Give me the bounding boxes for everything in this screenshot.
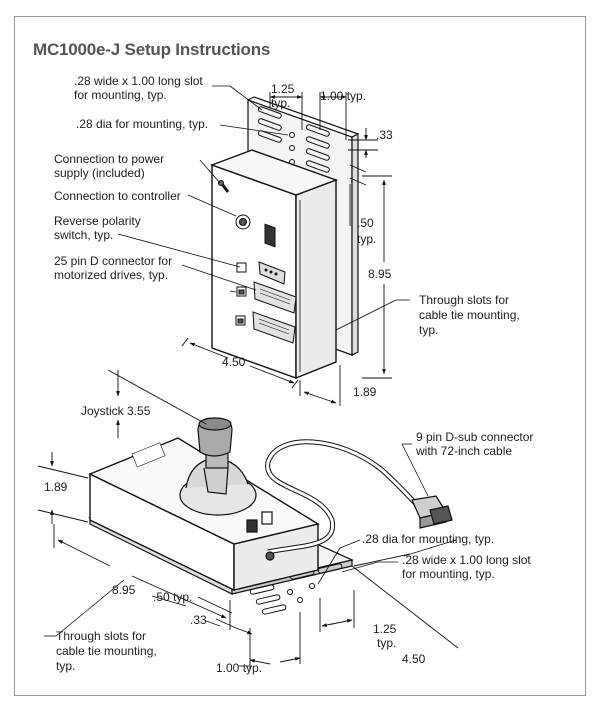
bottom-slot-callout-line1: .28 wide x 1.00 long slot — [402, 553, 531, 567]
bottom-slot-spacing-typ: typ. — [377, 636, 397, 650]
top-unit-drawing — [117, 85, 410, 406]
bottom-slot-callout-line2: for mounting, typ. — [402, 567, 495, 581]
top-front-components — [218, 180, 297, 344]
top-slot-callout-line1: .28 wide x 1.00 long slot — [74, 74, 203, 88]
dconn-callout-line1: 25 pin D connector for — [54, 254, 173, 268]
bottom-unit-drawing — [37, 369, 459, 670]
bottom-length-dim: 8.95 — [112, 583, 136, 597]
page-title: MC1000e-J Setup Instructions — [33, 40, 271, 59]
top-slot-callout-line2: for mounting, typ. — [74, 88, 167, 102]
power-callout-line2: supply (included) — [54, 166, 145, 180]
controller-callout: Connection to controller — [54, 189, 181, 203]
bottom-toggle-switch — [246, 519, 258, 533]
top-slot-length-dim: 1.00 typ. — [320, 89, 367, 103]
bottom-edge-dim: .33 — [190, 613, 207, 627]
top-offset-dim: .50 — [357, 216, 374, 230]
top-slot-spacing-dim: 1.25 — [271, 82, 295, 96]
top-width-dim: 4.50 — [222, 355, 246, 369]
bottom-width-dim: 4.50 — [402, 652, 426, 666]
top-hole-callout: .28 dia for mounting, typ. — [76, 117, 209, 131]
dsub-callout-line2: with 72-inch cable — [416, 444, 513, 458]
bottom-height-dim: 1.89 — [44, 480, 68, 494]
dconn-callout-line2: motorized drives, typ. — [54, 268, 169, 282]
dsub-cable — [265, 439, 420, 561]
bottom-slot-spacing-dim: 1.25 — [373, 622, 397, 636]
polarity-callout-line1: Reverse polarity — [54, 214, 141, 228]
bottom-cable-tie-callout-line2: cable tie mounting, — [56, 644, 157, 658]
bottom-plate-holes — [287, 583, 315, 603]
bottom-offset-dim: .50 typ. — [153, 590, 193, 604]
joystick — [179, 417, 257, 516]
top-slot-spacing-typ: typ. — [271, 96, 291, 110]
bottom-cable-tie-callout-line3: typ. — [56, 659, 76, 673]
bottom-hole-callout: .28 dia for mounting, typ. — [362, 532, 495, 546]
top-cable-tie-callout-line1: Through slots for — [419, 293, 510, 307]
top-dimension-lines — [181, 92, 392, 406]
top-offset-typ: typ. — [357, 232, 377, 246]
dsub-connector — [411, 495, 453, 529]
bottom-dimension-lines — [37, 369, 459, 670]
top-plate-slots — [257, 106, 330, 173]
top-cable-tie-callout-line2: cable tie mounting, — [419, 308, 520, 322]
power-callout-line1: Connection to power — [54, 152, 165, 166]
top-edge-dim: .33 — [376, 128, 393, 142]
joystick-callout: Joystick 3.55 — [81, 404, 151, 418]
top-cable-tie-callout-line3: typ. — [419, 323, 439, 337]
polarity-callout-line2: switch, typ. — [54, 228, 114, 242]
top-height-dim: 8.95 — [368, 267, 392, 281]
bottom-slot-length-dim: 1.00 typ. — [216, 661, 263, 675]
brand-label — [131, 442, 166, 468]
top-depth-dim: 1.89 — [353, 385, 377, 399]
top-enclosure — [209, 149, 339, 380]
bottom-cable-tie-callout-line1: Through slots for — [56, 629, 147, 643]
dsub-callout-line1: 9 pin D-sub connector — [416, 430, 534, 444]
top-leader-lines — [117, 85, 410, 331]
bottom-leader-lines — [44, 443, 429, 667]
